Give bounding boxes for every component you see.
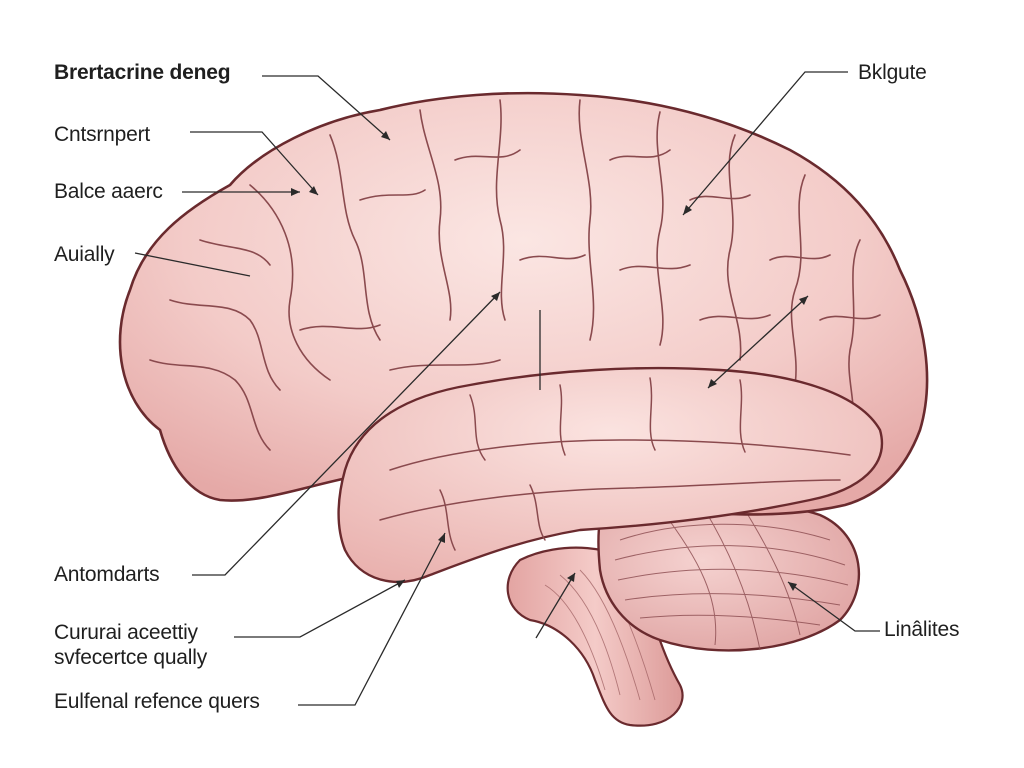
leader-curural <box>234 579 406 638</box>
leader-auially <box>134 252 251 277</box>
leader-title <box>262 75 391 141</box>
label-antomdarts: Antomdarts <box>54 563 160 586</box>
leader-lines <box>134 71 880 706</box>
leader-cntsrnpert <box>190 131 319 196</box>
label-bklgute: Bklgute <box>858 61 927 84</box>
leader-eulfenal <box>298 532 446 706</box>
label-curural-line1: Cururai aceettiy <box>54 621 198 644</box>
leader-antomdarts <box>192 291 501 576</box>
label-linalites: Linâlites <box>884 618 960 641</box>
label-cntsrnpert: Cntsrnpert <box>54 123 151 146</box>
cerebellum-folia <box>614 501 849 651</box>
label-eulfenal: Eulfenal refence quers <box>54 690 260 713</box>
label-balce-aaerc: Balce aaerc <box>54 180 163 203</box>
label-curural-line2: svfecertce qually <box>54 646 208 669</box>
leader-mid-arrow <box>707 295 809 389</box>
label-curural: Cururai aceettiy svfecertce qually <box>54 620 207 670</box>
diagram-title: Brertacrine deneg <box>54 61 231 84</box>
cerebrum-folds <box>149 99 881 451</box>
leader-stem <box>535 572 576 639</box>
temporal-folds <box>379 377 851 551</box>
temporal-lobe <box>337 366 883 583</box>
leader-arrowheads <box>291 131 808 591</box>
leader-bklgute <box>682 71 848 216</box>
leader-linalites <box>787 581 880 632</box>
label-auially: Auially <box>54 243 115 266</box>
